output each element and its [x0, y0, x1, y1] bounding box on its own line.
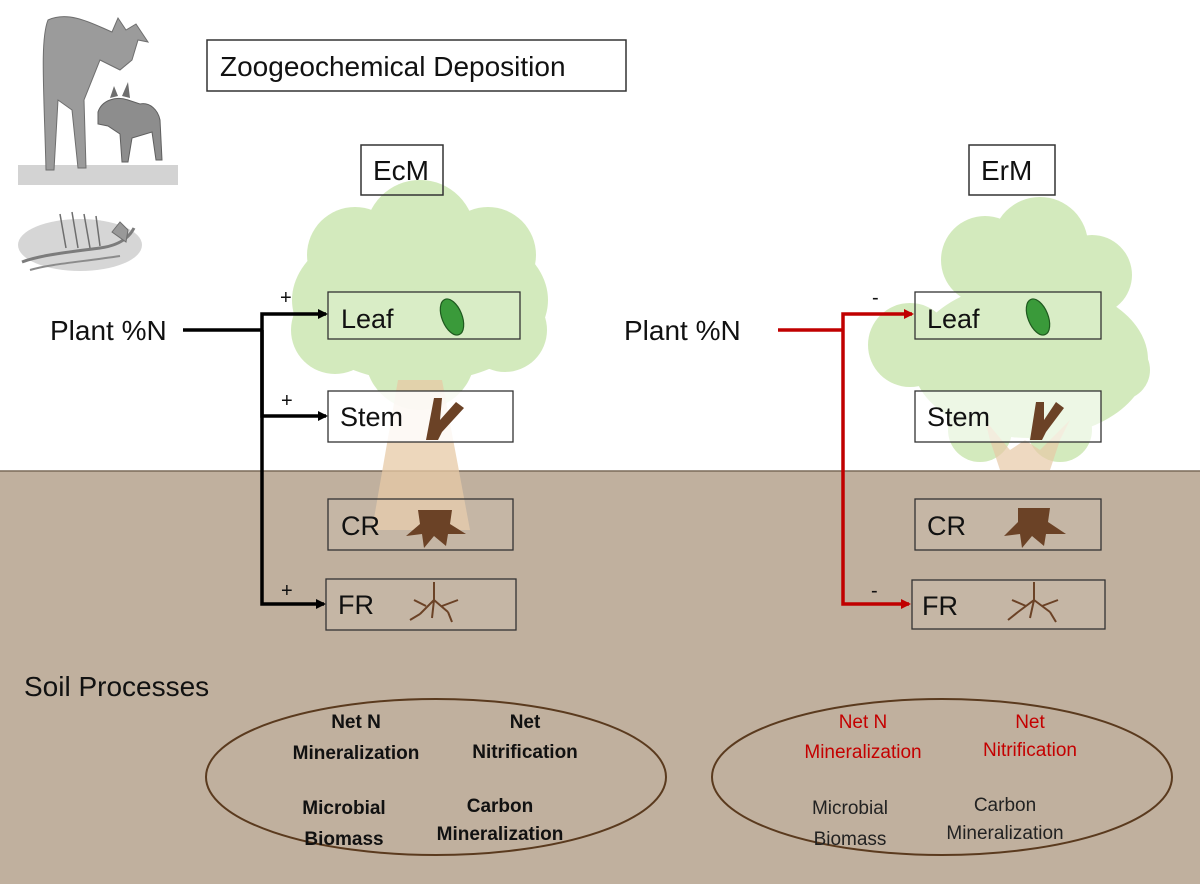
ecm-soil-processes: Net N Mineralization Net Nitrification M…	[293, 712, 578, 850]
erm-soil-ellipse	[711, 698, 1173, 856]
ecm-tree-canopy	[291, 180, 548, 410]
ecm-fr-label: FR	[338, 590, 374, 620]
ecm-net-nit-line1: Net	[510, 712, 541, 733]
erm-tree-trunk	[985, 420, 1070, 470]
ecm-carbon-line2: Mineralization	[437, 824, 564, 845]
erm-stem-box	[914, 390, 1102, 443]
erm-stem-label: Stem	[927, 402, 990, 432]
ecm-stem-label: Stem	[340, 402, 403, 432]
deer-illustration	[18, 16, 178, 185]
erm-microbial-line2: Biomass	[814, 829, 887, 850]
erm-sign-leaf: -	[872, 287, 879, 309]
erm-label-box	[968, 144, 1056, 196]
erm-carbon-line2: Mineralization	[946, 823, 1063, 844]
erm-input-label: Plant %N	[624, 315, 741, 346]
stem-icon	[1030, 402, 1064, 440]
ecm-stem-box	[327, 390, 514, 443]
erm-net-n-line2: Mineralization	[804, 742, 921, 763]
erm-cr-label: CR	[927, 511, 966, 541]
fine-root-icon	[1007, 582, 1059, 623]
ecm-input-label: Plant %N	[50, 315, 167, 346]
ecm-arrows	[183, 309, 328, 609]
erm-fr-box	[911, 579, 1106, 630]
erm-net-nit-line1: Net	[1015, 712, 1045, 733]
erm-leaf-label: Leaf	[927, 304, 980, 334]
ecm-net-n-line1: Net N	[331, 712, 381, 733]
ecm-soil-ellipse	[205, 698, 667, 856]
deer-skeleton-illustration	[18, 211, 142, 271]
erm-soil-processes-red: Net N Mineralization Net Nitrification	[804, 712, 1077, 763]
soil-background	[0, 471, 1200, 884]
ecm-carbon-line1: Carbon	[467, 796, 534, 817]
ecm-leaf-label: Leaf	[341, 304, 394, 334]
erm-fr-label: FR	[922, 591, 958, 621]
erm-arrows	[778, 309, 914, 609]
erm-sign-fr: -	[871, 580, 878, 602]
fine-root-icon	[409, 582, 459, 623]
title-box	[206, 39, 627, 92]
ecm-sign-fr: +	[281, 580, 293, 602]
erm-carbon-line1: Carbon	[974, 795, 1036, 816]
erm-net-nit-line2: Nitrification	[983, 740, 1077, 761]
ecm-label-box	[360, 144, 444, 196]
soil-heading: Soil Processes	[24, 671, 209, 702]
ecm-label-text: EcM	[373, 155, 429, 186]
erm-label-text: ErM	[981, 155, 1032, 186]
erm-microbial-line1: Microbial	[812, 798, 888, 819]
stem-icon	[426, 398, 464, 440]
diagram-title: Zoogeochemical Deposition	[220, 51, 566, 82]
ecm-net-n-line2: Mineralization	[293, 743, 420, 764]
ecm-sign-leaf: +	[280, 287, 292, 309]
ecm-sign-stem: +	[281, 390, 293, 412]
coarse-root-icon	[406, 510, 466, 548]
ecm-microbial-line1: Microbial	[302, 798, 385, 819]
erm-net-n-line1: Net N	[839, 712, 888, 733]
erm-cr-box	[914, 498, 1102, 551]
ecm-net-nit-line2: Nitrification	[472, 742, 578, 763]
coarse-root-icon	[1004, 508, 1066, 548]
ecm-leaf-box	[327, 291, 521, 340]
erm-leaf-box	[914, 291, 1102, 340]
leaf-icon	[1025, 298, 1051, 336]
leaf-icon	[439, 298, 465, 336]
ecm-cr-label: CR	[341, 511, 380, 541]
ecm-microbial-line2: Biomass	[304, 829, 383, 850]
erm-soil-processes-plain: Microbial Biomass Carbon Mineralization	[812, 795, 1064, 850]
